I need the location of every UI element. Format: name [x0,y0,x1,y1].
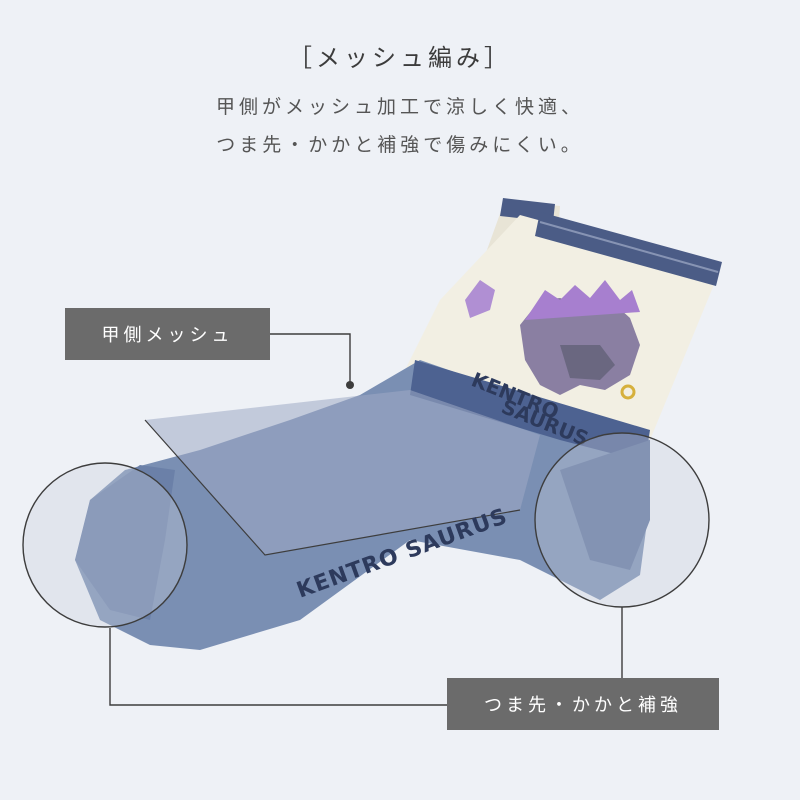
reinforce-leader-line [109,628,447,706]
feature-description: 甲側がメッシュ加工で涼しく快適、 つま先・かかと補強で傷みにくい。 [0,88,800,164]
page-title: ［メッシュ編み］ [288,44,512,72]
dinosaur-motif [465,280,640,400]
toe-callout-circle [22,462,188,628]
description-line-2: つま先・かかと補強で傷みにくい。 [216,134,584,156]
reinforce-callout-label: つま先・かかと補強 [447,678,719,730]
mesh-callout-label: 甲側メッシュ [65,308,270,360]
heel-callout-circle [534,432,710,608]
mesh-leader-line [270,333,351,385]
sock-body [75,360,650,650]
description-line-1: 甲側がメッシュ加工で涼しく快適、 [215,96,584,118]
mesh-leader-dot [346,381,354,389]
